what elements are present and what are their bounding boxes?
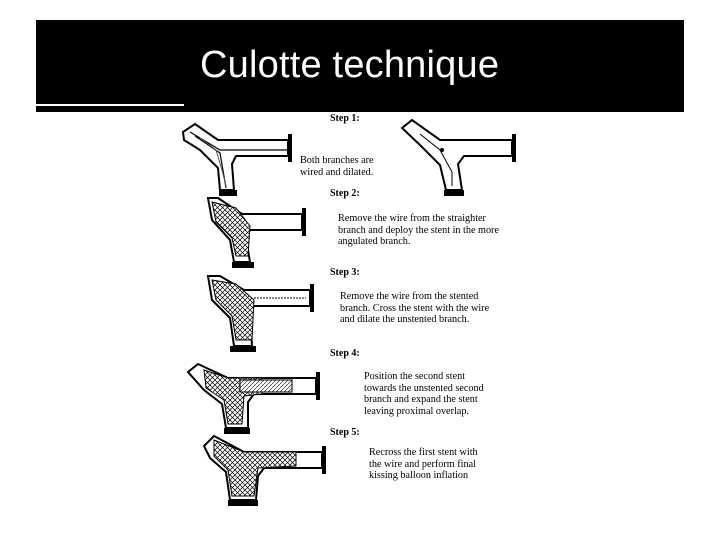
step-4-text: Position the second stent towards the un…: [364, 371, 484, 417]
step-1-text: Both branches are wired and dilated.: [300, 155, 374, 178]
step-4-line: towards the unstented second: [364, 382, 484, 394]
title-bar: [36, 20, 684, 112]
step2-vessel-diagram: [206, 197, 306, 268]
step-4-line: leaving proximal overlap.: [364, 405, 469, 417]
step-1-label: Step 1:: [330, 113, 360, 124]
vessel-end-cap: [219, 190, 237, 196]
vessel-end-cap: [316, 372, 320, 400]
step-3-text: Remove the wire from the stented branch.…: [340, 291, 489, 326]
step4-vessel-diagram: [186, 362, 320, 434]
step5-vessel-diagram: [202, 434, 326, 506]
step3-vessel-diagram: [206, 275, 314, 352]
vessel-end-cap: [444, 190, 464, 196]
vessel-end-cap: [224, 428, 250, 434]
vessel-end-cap: [232, 262, 254, 268]
step-5-text: Recross the first stent with the wire an…: [369, 447, 478, 482]
step1-vessel-diagram: [181, 122, 292, 196]
step-1-line: wired and dilated.: [300, 166, 374, 178]
vessel-end-cap: [512, 134, 516, 162]
step-3-label: Step 3:: [330, 267, 360, 278]
vessel-end-cap: [302, 208, 306, 236]
step-3-line: Remove the wire from the stented: [340, 291, 479, 302]
vessel-end-cap: [230, 346, 256, 352]
step-2-line: Remove the wire from the straighter: [338, 213, 486, 224]
step-2-line: branch and deploy the stent in the more: [338, 224, 499, 236]
step-1-line: Both branches are: [300, 155, 374, 166]
vessel-end-cap: [228, 500, 258, 506]
step-5-line: the wire and perform final: [369, 458, 476, 470]
step-3-line: and dilate the unstented branch.: [340, 314, 470, 325]
wire-junction: [440, 148, 444, 152]
step1-dilated-vessel-diagram: [400, 118, 516, 196]
step-4-line: branch and expand the stent: [364, 394, 478, 405]
step-4-line: Position the second stent: [364, 371, 466, 382]
step-2-line: angulated branch.: [338, 236, 411, 247]
vessel-end-cap: [288, 134, 292, 162]
step-4-label: Step 4:: [330, 348, 360, 359]
step-5-label: Step 5:: [330, 427, 360, 438]
step-3-line: branch. Cross the stent with the wire: [340, 302, 490, 314]
title-underline: [36, 104, 184, 106]
vessel-end-cap: [310, 284, 314, 312]
step-5-line: Recross the first stent with: [369, 447, 478, 458]
step-2-label: Step 2:: [330, 188, 360, 199]
vessel-end-cap: [322, 446, 326, 474]
slide-title: Culotte technique: [200, 44, 500, 86]
step-2-text: Remove the wire from the straighter bran…: [338, 213, 499, 248]
step-5-line: kissing balloon inflation: [369, 470, 469, 481]
